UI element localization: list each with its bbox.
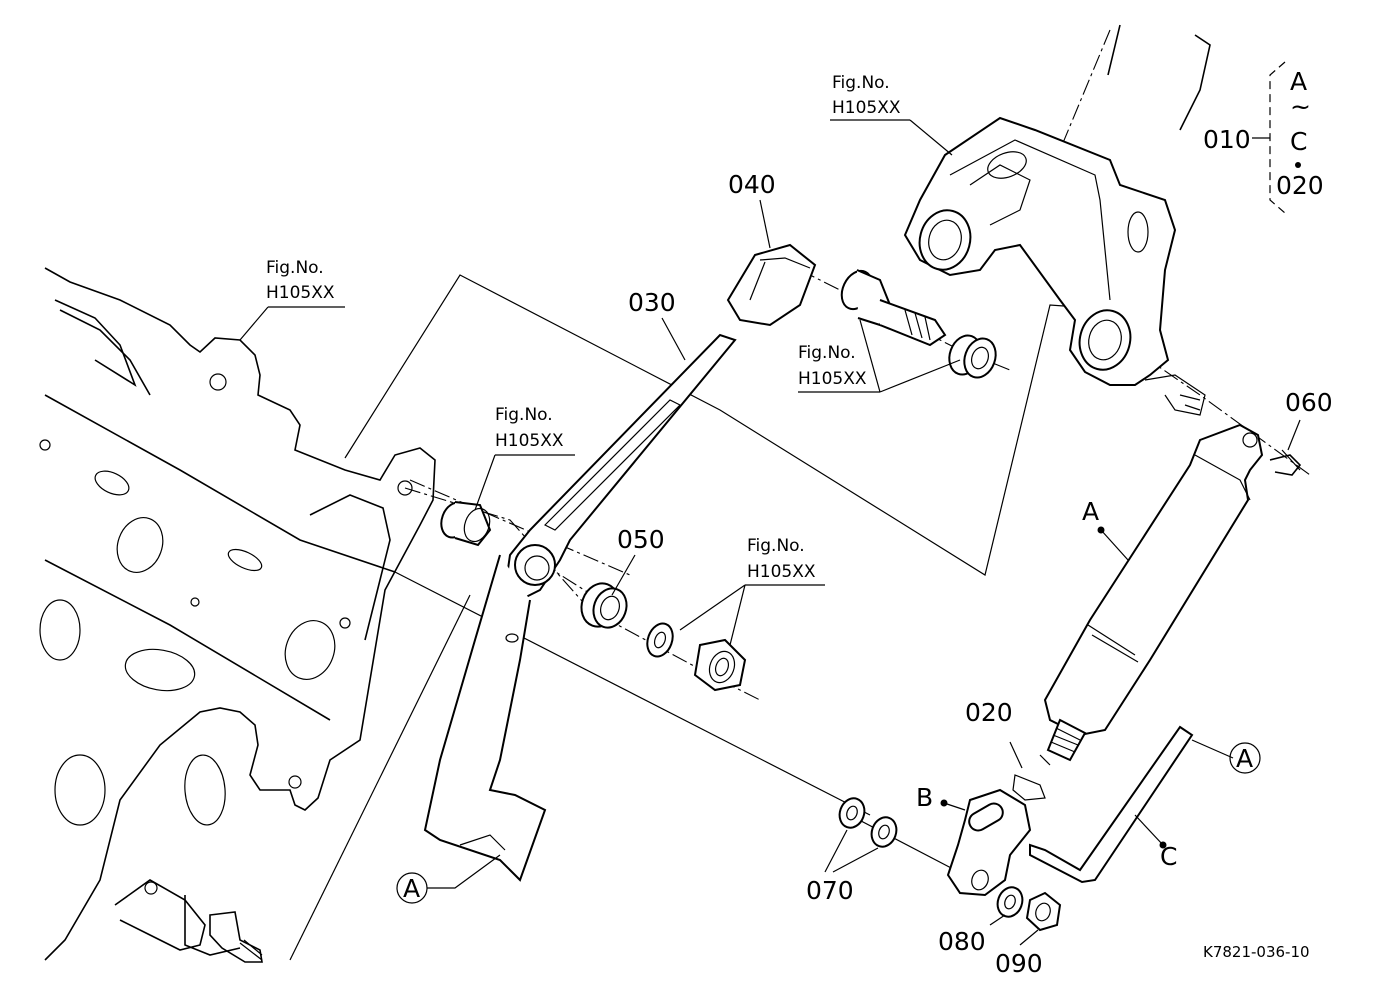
marker-A-spring: A — [1082, 497, 1099, 526]
bracket-upper-right — [903, 116, 1206, 416]
callout-020-bracket: 020 — [1276, 171, 1324, 200]
bolt-upper — [840, 269, 947, 347]
fig-ref-code-4: H105XX — [798, 369, 867, 389]
marker-B: B — [916, 783, 933, 812]
washer-left — [646, 622, 674, 658]
fig-ref-label-3: Fig.No. — [747, 536, 805, 556]
marker-A-bracket: A — [1290, 67, 1307, 96]
fig-ref-label-4: Fig.No. — [798, 343, 856, 363]
leader-lines — [239, 61, 1301, 946]
callout-010: 010 — [1203, 125, 1251, 154]
callout-070: 070 — [806, 876, 854, 905]
marker-C-bracket: C — [1290, 127, 1307, 156]
fig-ref-code-2: H105XX — [495, 431, 564, 451]
bracket-B — [946, 774, 1046, 897]
frame-bracket-left — [39, 267, 436, 963]
tilde-bracket: ~ — [1290, 92, 1311, 121]
fig-ref-label-5: Fig.No. — [832, 73, 890, 93]
knob-040 — [726, 243, 817, 327]
callout-090: 090 — [995, 949, 1043, 978]
marker-A-circle-right: A — [1236, 744, 1253, 773]
fig-ref-code-1: H105XX — [266, 283, 335, 303]
fig-ref-code-5: H105XX — [832, 98, 901, 118]
marker-C: C — [1160, 842, 1177, 871]
collar-050 — [580, 582, 628, 629]
nut-left — [693, 638, 747, 692]
bushing-upper — [948, 334, 997, 379]
callout-060: 060 — [1285, 388, 1333, 417]
assembly-outline — [289, 274, 1121, 961]
washer-080 — [996, 886, 1024, 918]
gas-spring-A — [1039, 423, 1264, 766]
callout-080: 080 — [938, 927, 986, 956]
marker-A-circle-left: A — [403, 874, 420, 903]
fig-ref-code-3: H105XX — [747, 562, 816, 582]
clip-060 — [1269, 449, 1302, 476]
marker-circle-A-left — [396, 872, 428, 904]
fig-ref-label-2: Fig.No. — [495, 405, 553, 425]
rod-C — [1029, 725, 1194, 884]
drawing-code: K7821-036-10 — [1203, 943, 1310, 961]
washer-070 — [838, 797, 898, 848]
marker-circle-A-right — [1229, 742, 1261, 774]
fig-ref-label-1: Fig.No. — [266, 258, 324, 278]
callout-030: 030 — [628, 288, 676, 317]
nut-090 — [1025, 891, 1062, 932]
lever-arm-030 — [423, 333, 737, 882]
callout-040: 040 — [728, 170, 776, 199]
bushing-left — [440, 501, 492, 547]
callout-020: 020 — [965, 698, 1013, 727]
callout-050: 050 — [617, 525, 665, 554]
